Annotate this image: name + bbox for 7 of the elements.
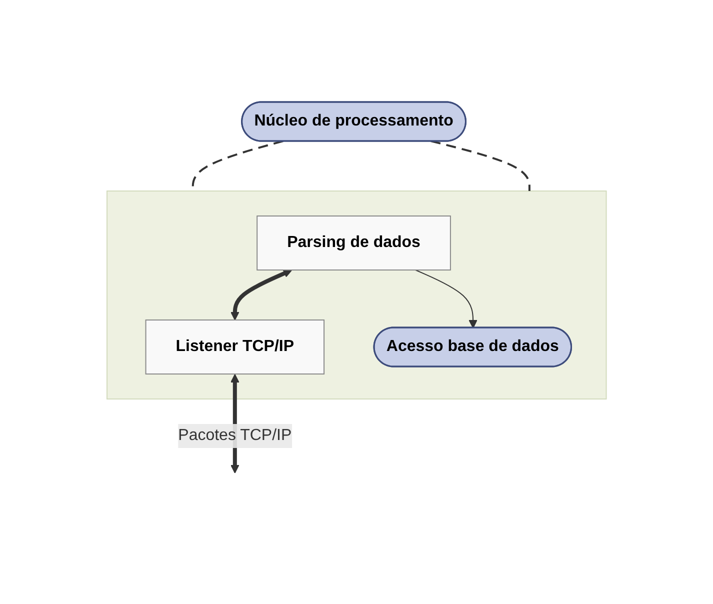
arrow — [230, 268, 292, 320]
connector — [430, 140, 530, 190]
cluster — [106, 190, 607, 399]
arrow — [414, 269, 478, 328]
node-box: Listener TCP/IP — [145, 319, 324, 374]
edge-label: Pacotes TCP/IP — [178, 426, 292, 444]
node-box: Parsing de dados — [256, 215, 451, 270]
